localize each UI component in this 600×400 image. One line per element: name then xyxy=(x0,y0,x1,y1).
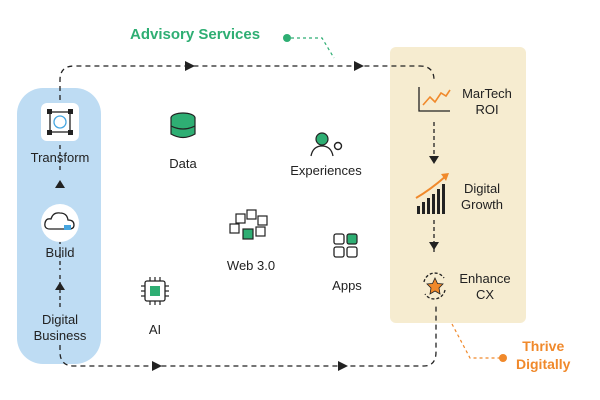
advisory-services-title: Advisory Services xyxy=(130,26,261,43)
bottom-flow-line xyxy=(59,303,437,367)
thrive-digitally-title: Thrive Digitally xyxy=(516,337,570,373)
advisory-callout-line xyxy=(291,37,335,59)
experiences-icon xyxy=(310,132,343,157)
digital-business-label: Digital Business xyxy=(33,312,87,343)
enhance-cx-label: Enhance CX xyxy=(459,271,511,302)
web3-label: Web 3.0 xyxy=(226,258,276,273)
enhance-cx-icon xyxy=(423,272,446,300)
build-icon-bg xyxy=(41,204,79,242)
ai-chip-icon xyxy=(141,277,169,305)
roi-chart-icon xyxy=(418,87,451,112)
cloud-icon xyxy=(44,212,75,230)
arrow-right-bottom-1 xyxy=(152,361,162,371)
thrive-callout-line xyxy=(451,323,500,359)
outcome-panel xyxy=(390,47,526,323)
build-label: Build xyxy=(45,245,75,260)
web3-icon xyxy=(229,209,268,240)
arrow-right-bottom-2 xyxy=(338,361,348,371)
transform-icon-bg xyxy=(41,103,79,141)
thrive-digitally-text: Thrive Digitally xyxy=(516,338,571,372)
database-icon xyxy=(170,112,196,139)
arrow-down-2 xyxy=(429,242,439,250)
arrow-right-top-2 xyxy=(354,61,364,71)
top-flow-line xyxy=(59,65,435,100)
arrow-right-top-1 xyxy=(185,61,195,71)
experiences-label: Experiences xyxy=(290,163,362,178)
advisory-dot xyxy=(283,34,291,42)
arrow-down-1 xyxy=(429,156,439,164)
data-label: Data xyxy=(169,156,197,171)
ai-label: AI xyxy=(148,322,162,337)
apps-label: Apps xyxy=(332,278,362,293)
martech-roi-label: MarTech ROI xyxy=(462,86,512,117)
digital-growth-label: Digital Growth xyxy=(461,181,503,212)
arrow-up-2 xyxy=(55,282,65,290)
transform-label: Transform xyxy=(30,150,90,165)
apps-icon xyxy=(333,233,358,258)
transform-icon xyxy=(47,109,73,135)
growth-chart-icon xyxy=(415,173,449,214)
arrow-up-1 xyxy=(55,180,65,188)
thrive-dot xyxy=(499,354,507,362)
